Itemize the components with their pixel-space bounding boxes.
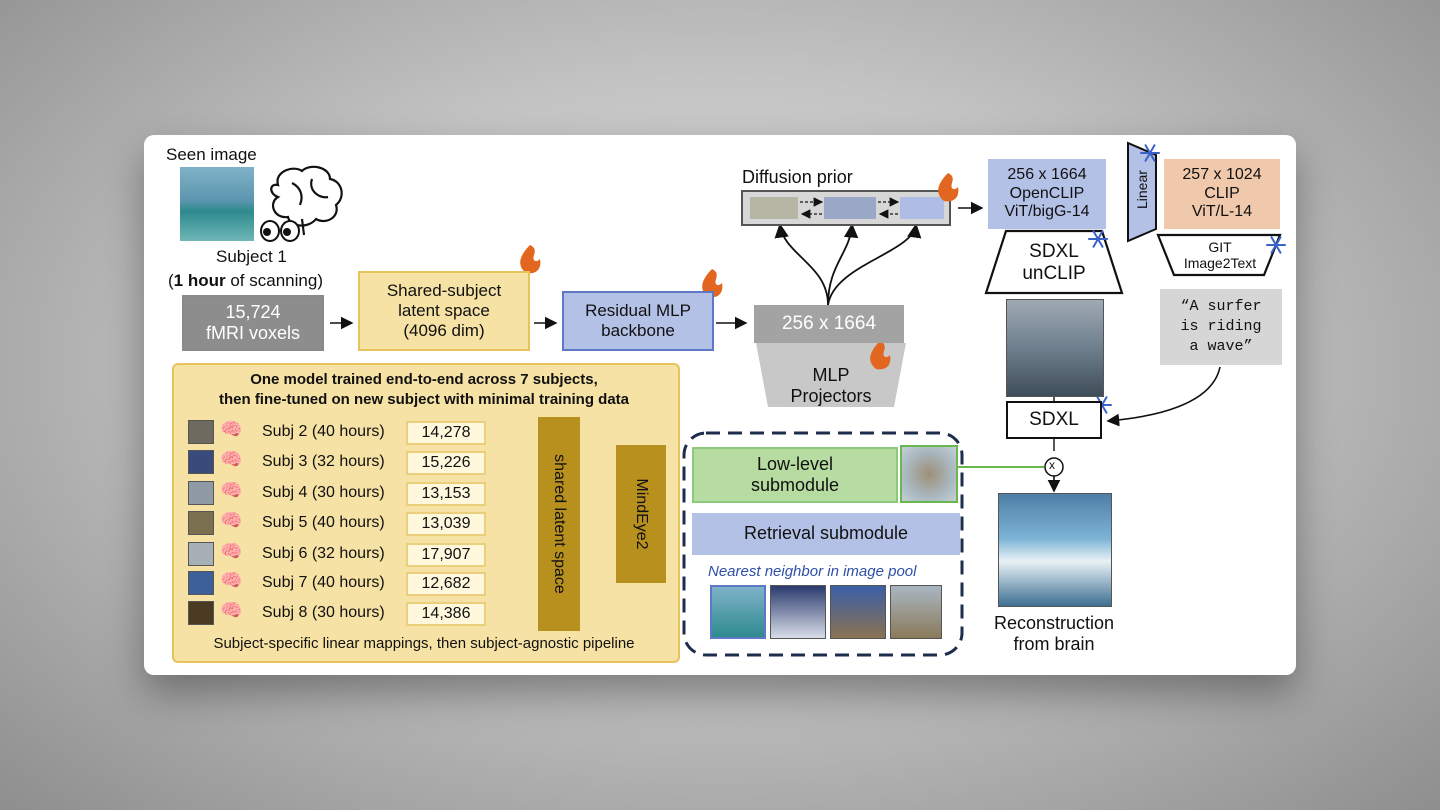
diagram-card: Seen image Subject 1 (1 hour of scanning… (144, 135, 1296, 675)
panel-title-line1: One model trained end-to-end across 7 su… (250, 371, 598, 388)
brain-icon: 🧠 (220, 419, 243, 439)
brain-icon: 🧠 (220, 541, 243, 561)
mindeye2-bar (616, 445, 666, 583)
subject-voxels: 17,907 (406, 543, 486, 567)
reconstruction-image (998, 493, 1112, 607)
snowflake-icon (1088, 144, 1286, 414)
shared-latent-space-label: shared latent space (551, 454, 568, 594)
subject-thumb (188, 542, 214, 566)
mlp-projectors-shape (756, 343, 906, 407)
linear-shape (1127, 141, 1157, 243)
git-shape (1156, 233, 1282, 277)
brain-icon: 🧠 (220, 600, 243, 620)
unclip-output-image (1006, 299, 1104, 397)
subject-thumb (188, 420, 214, 444)
dim-256x1664-box: 256 x 1664 (754, 305, 904, 343)
subject-label: Subj 7 (40 hours) (262, 574, 385, 591)
pool-image-1 (710, 585, 766, 639)
subject-thumb (188, 511, 214, 535)
subject-label: Subj 3 (32 hours) (262, 453, 385, 470)
subject-thumb (188, 450, 214, 474)
noise-image-3 (900, 197, 944, 219)
nearest-neighbor-label: Nearest neighbor in image pool (708, 563, 917, 580)
pool-image-3 (830, 585, 886, 639)
submodule-dashed-box (682, 431, 964, 657)
subject-thumb (188, 481, 214, 505)
lowlevel-blurry-image (900, 445, 958, 503)
eyes-icon-large (260, 220, 300, 242)
subject-voxels: 13,153 (406, 482, 486, 506)
subject-thumb (188, 571, 214, 595)
shared-latent-space-bar (538, 417, 580, 631)
arrow-caption-to-sdxl (1106, 366, 1221, 427)
subject-voxels: 14,278 (406, 421, 486, 445)
mindeye2-label: MindEye2 (633, 478, 650, 550)
subject-thumb (188, 601, 214, 625)
noise-image-1 (750, 197, 798, 219)
sdxl-box: SDXL (1006, 401, 1102, 439)
subject-voxels: 13,039 (406, 512, 486, 536)
subject-voxels: 15,226 (406, 451, 486, 475)
diffusion-prior-label: Diffusion prior (742, 167, 853, 187)
subject1-scanning: (1 hour of scanning) (168, 271, 323, 290)
brain-icon: 🧠 (220, 570, 243, 590)
subject1-label: Subject 1 (216, 247, 287, 266)
arrow-prior-mid (827, 223, 859, 306)
arrow-prior-right (827, 223, 922, 306)
multiply-symbol: x (1049, 458, 1055, 472)
subject-label: Subj 4 (30 hours) (262, 484, 385, 501)
subject-label: Subj 5 (40 hours) (262, 514, 385, 531)
panel-footer: Subject-specific linear mappings, then s… (213, 635, 635, 652)
brain-icon: 🧠 (220, 480, 243, 500)
brain-icon: 🧠 (220, 510, 243, 530)
seen-image-thumbnail (180, 167, 254, 241)
retrieval-submodule-box: Retrieval submodule (692, 513, 960, 555)
fire-icon (520, 173, 959, 370)
subject-label: Subj 2 (40 hours) (262, 423, 385, 440)
brain-icon-large (270, 165, 343, 236)
sdxl-unclip-shape (984, 229, 1124, 295)
panel-title-line2: then fine-tuned on new subject with mini… (218, 391, 630, 408)
connector-layer (260, 141, 1286, 657)
seen-image-label: Seen image (166, 145, 257, 164)
arrow-prior-left (774, 223, 829, 306)
subject-label: Subj 6 (32 hours) (262, 545, 385, 562)
subject-voxels: 12,682 (406, 572, 486, 596)
pool-image-4 (890, 585, 942, 639)
linear-label: Linear (1134, 170, 1150, 209)
pool-image-2 (770, 585, 826, 639)
noise-image-2 (824, 197, 876, 219)
subject-label: Subj 8 (30 hours) (262, 604, 385, 621)
brain-icon: 🧠 (220, 449, 243, 469)
subject-voxels: 14,386 (406, 602, 486, 626)
